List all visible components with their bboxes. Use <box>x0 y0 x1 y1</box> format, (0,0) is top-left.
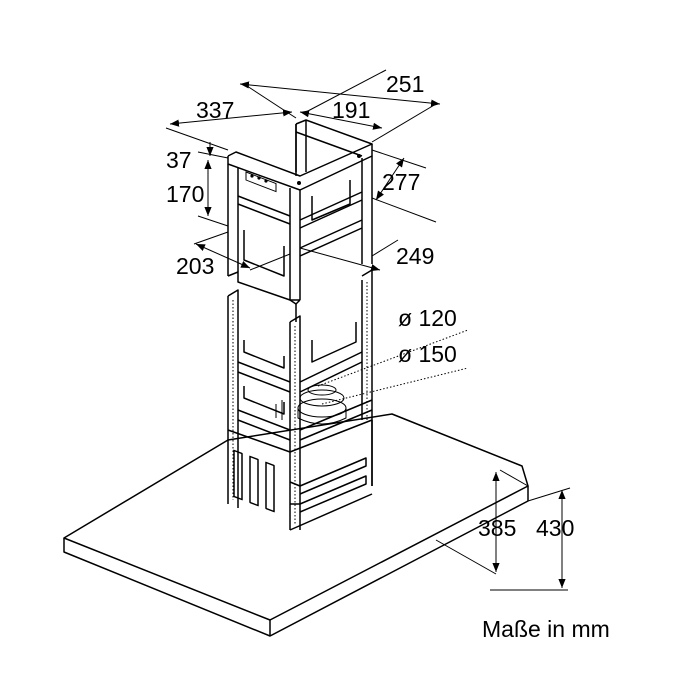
dim-430-label: 430 <box>536 515 574 541</box>
hood-canopy <box>63 413 529 637</box>
dim-203-label: 203 <box>176 253 214 279</box>
dimension-lines <box>165 69 571 591</box>
dim-337-label: 337 <box>196 97 234 123</box>
dim-249-label: 249 <box>396 243 434 269</box>
dim-277-label: 277 <box>382 169 420 195</box>
duct-diameter-150-label: ø 150 <box>398 341 457 367</box>
duct-diameter-120-label: ø 120 <box>398 305 457 331</box>
dim-191-label: 191 <box>332 97 370 123</box>
dim-170-label: 170 <box>166 181 204 207</box>
lower-chimney-frame <box>227 269 373 531</box>
dim-251-label: 251 <box>386 71 424 97</box>
dim-385-label: 385 <box>478 515 516 541</box>
dim-37-label: 37 <box>166 147 192 173</box>
units-caption: Maße in mm <box>482 616 610 642</box>
upper-chimney-frame <box>227 119 373 322</box>
